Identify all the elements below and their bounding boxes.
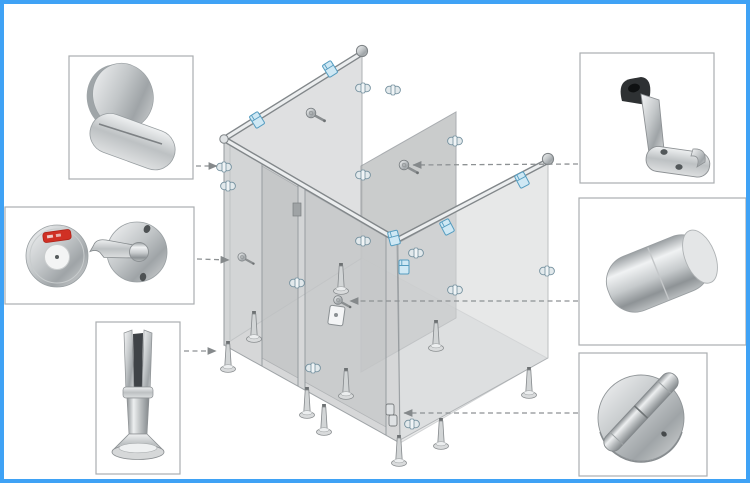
panel-fitting	[408, 247, 424, 259]
callout-top-left	[68, 55, 194, 180]
panel-fitting	[404, 418, 420, 430]
indicator-bolt-photo	[25, 224, 89, 288]
scene	[4, 44, 746, 477]
support-foot	[316, 403, 332, 436]
latch-lever	[89, 239, 140, 259]
arrow-hook	[412, 161, 579, 169]
partition-diagram	[216, 44, 555, 467]
callout-middle-left	[4, 206, 195, 305]
callout-bottom-right	[578, 352, 708, 477]
round-hinge-photo	[597, 372, 685, 463]
callout-arrows	[184, 161, 579, 417]
panel-fitting	[220, 180, 236, 192]
corner-joint-front-left	[219, 134, 229, 144]
latch-keeper	[292, 202, 302, 217]
callout-top-right	[579, 52, 715, 184]
coat-hook-photo	[620, 77, 711, 178]
corner-ball-back-right	[541, 152, 555, 166]
panel-fitting	[289, 277, 305, 289]
turn-latch-photo	[89, 221, 168, 283]
door-left	[261, 165, 299, 379]
panel-clip-target	[216, 161, 232, 173]
panel-fitting	[355, 82, 371, 94]
partition-support-bracket-photo	[86, 62, 176, 171]
callout-bottom-left	[95, 321, 181, 475]
door-hinge-target	[385, 403, 398, 427]
panel-fitting	[385, 84, 401, 96]
panel-fitting	[355, 169, 371, 181]
panel-fitting	[447, 284, 463, 296]
callout-middle-right	[578, 197, 746, 346]
adjustable-foot-photo	[111, 329, 165, 460]
rail-clip	[398, 259, 410, 275]
panel-fitting	[355, 235, 371, 247]
panel-fitting	[447, 135, 463, 147]
door-knob-photo	[605, 229, 718, 313]
arrow-latch	[196, 255, 230, 264]
panel-fitting	[305, 362, 321, 374]
panel-fitting	[539, 265, 555, 277]
corner-ball-back-left	[355, 44, 369, 58]
